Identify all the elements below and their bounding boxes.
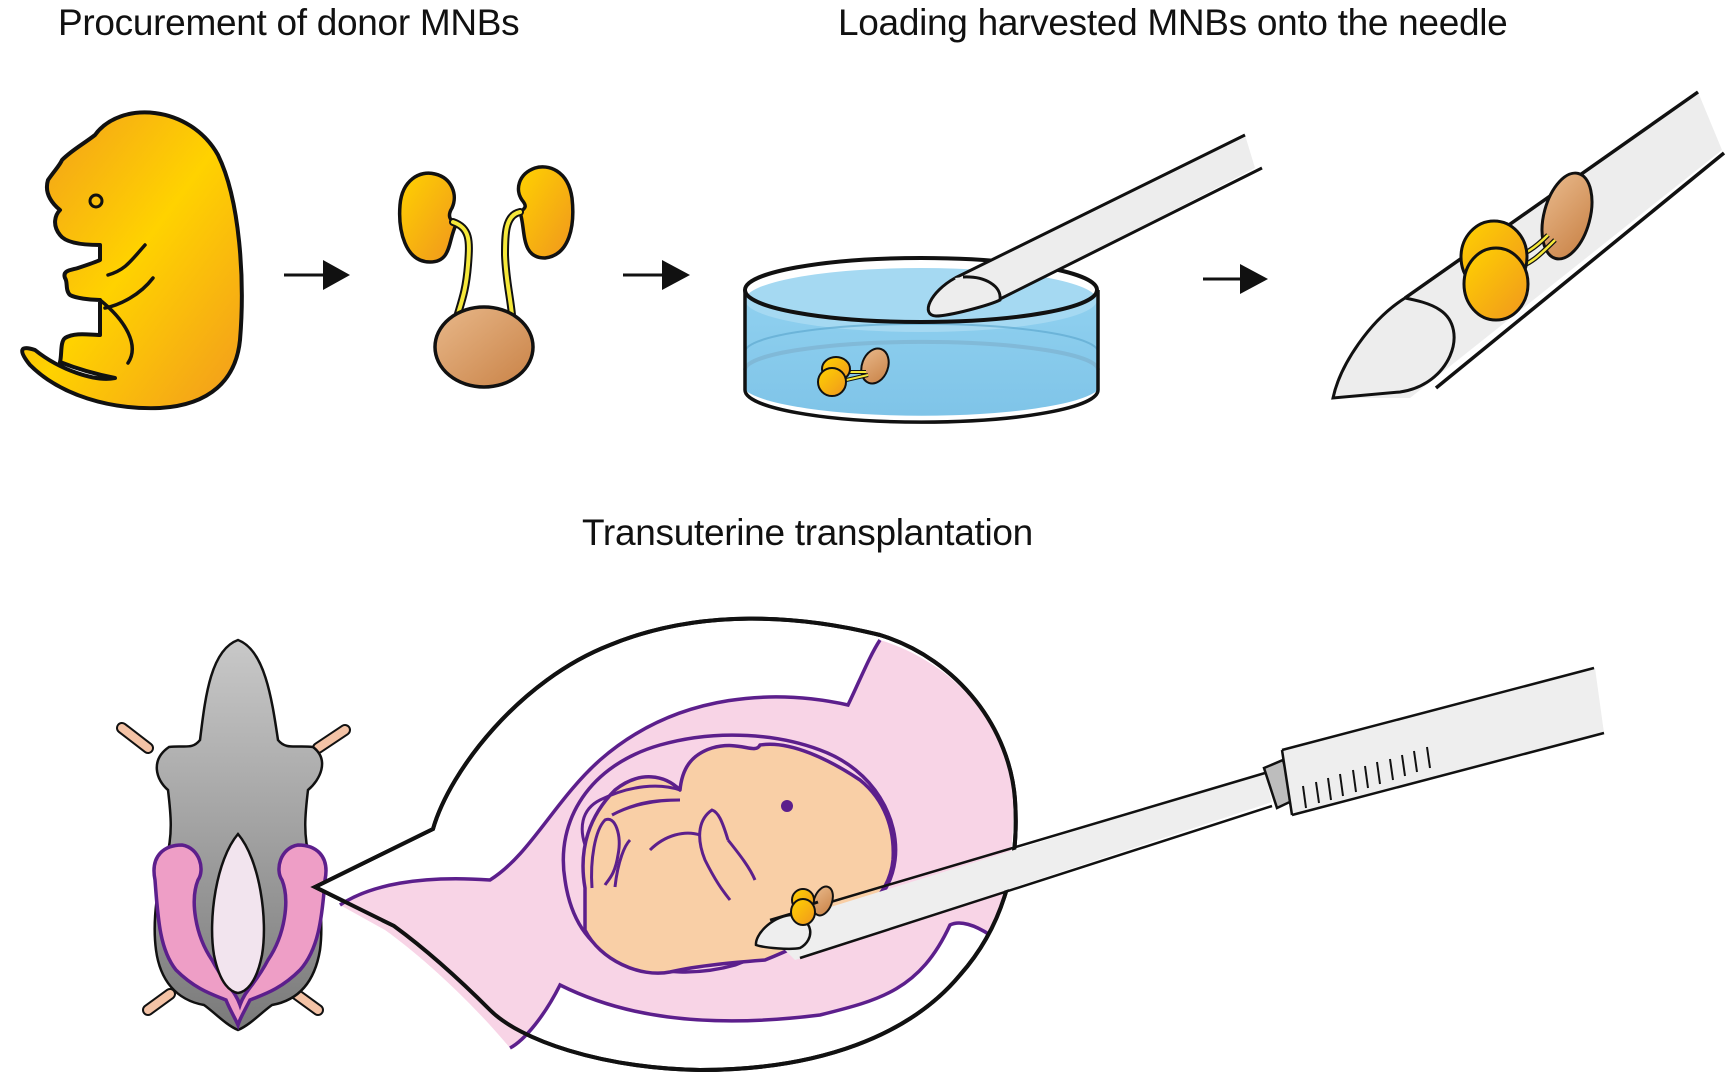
syringe-icon bbox=[754, 666, 1605, 960]
mnb-organoid-icon bbox=[817, 347, 890, 397]
kidneys-bladder-icon bbox=[397, 165, 575, 389]
arrow-right-icon bbox=[623, 260, 690, 290]
loaded-needle-icon bbox=[1331, 90, 1726, 400]
arrow-right-icon bbox=[284, 260, 350, 290]
step-label-transplantation: Transuterine transplantation bbox=[582, 512, 1033, 553]
mnb-organoid-icon bbox=[790, 885, 834, 926]
syringe-graduation-marks bbox=[1302, 746, 1431, 809]
mouse-icon bbox=[116, 638, 351, 1032]
needle-icon bbox=[926, 133, 1263, 318]
donor-embryo-icon bbox=[20, 110, 244, 411]
petri-dish-icon bbox=[743, 256, 1100, 424]
arrow-right-icon bbox=[1203, 264, 1268, 294]
step-label-loading: Loading harvested MNBs onto the needle bbox=[838, 2, 1508, 43]
step-label-procurement: Procurement of donor MNBs bbox=[58, 2, 520, 43]
